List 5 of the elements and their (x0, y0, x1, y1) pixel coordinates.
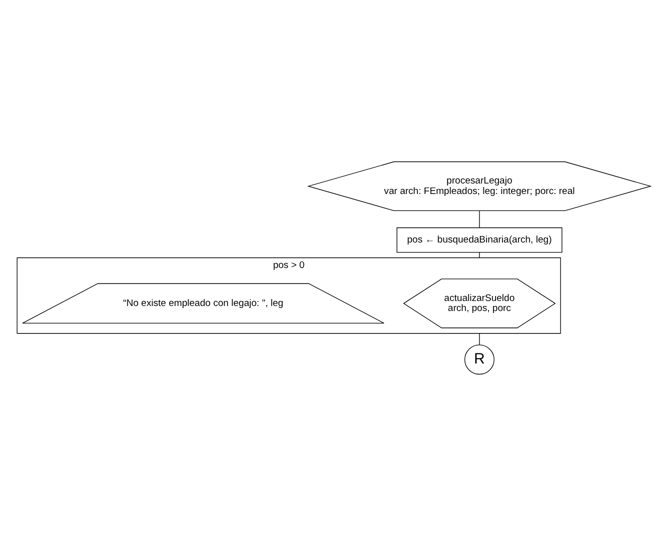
node-box: pos ← busquedaBinaria(arch, leg) (396, 227, 562, 253)
connector (479, 210, 480, 228)
connector (479, 252, 480, 258)
node-circle: R (464, 344, 494, 375)
connector (479, 333, 480, 346)
